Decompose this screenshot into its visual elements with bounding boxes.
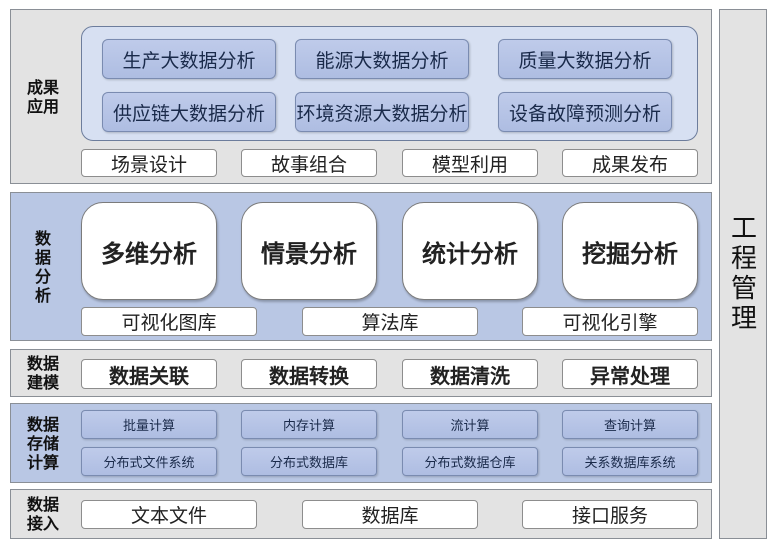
lib-algorithm: 算法库 — [302, 307, 478, 336]
model-anomaly: 异常处理 — [562, 359, 698, 389]
access-database: 数据库 — [302, 500, 478, 529]
chip-equipment-fault: 设备故障预测分析 — [498, 92, 672, 132]
lib-visual-engine: 可视化引擎 — [522, 307, 698, 336]
tool-story: 故事组合 — [241, 149, 377, 177]
modeling-layer: 数据 建模 数据关联 数据转换 数据清洗 异常处理 — [10, 349, 712, 397]
chip-production: 生产大数据分析 — [102, 39, 276, 79]
lib-visual-chart: 可视化图库 — [81, 307, 257, 336]
access-layer-label: 数据 接入 — [26, 497, 59, 533]
compute-memory: 内存计算 — [241, 410, 377, 439]
chip-energy: 能源大数据分析 — [295, 39, 469, 79]
tool-model: 模型利用 — [402, 149, 538, 177]
model-cleaning: 数据清洗 — [402, 359, 538, 389]
access-text-file: 文本文件 — [81, 500, 257, 529]
method-statistics: 统计分析 — [402, 202, 538, 300]
storage-layer-label: 数据 存储 计算 — [26, 416, 59, 472]
storage-layer: 数据 存储 计算 批量计算 内存计算 流计算 查询计算 分布式文件系统 分布式数… — [10, 403, 712, 483]
storage-ddb: 分布式数据库 — [241, 447, 377, 476]
tool-publish: 成果发布 — [562, 149, 698, 177]
method-multidim: 多维分析 — [81, 202, 217, 300]
storage-dwh: 分布式数据仓库 — [402, 447, 538, 476]
analysis-layer-label: 数 据 分 析 — [34, 230, 51, 305]
analysis-layer: 数 据 分 析 多维分析 情景分析 统计分析 挖掘分析 可视化图库 算法库 可视… — [10, 192, 712, 341]
access-layer: 数据 接入 文本文件 数据库 接口服务 — [10, 489, 712, 539]
engineering-management-column: 工程管理 — [719, 9, 767, 539]
chip-supply-chain: 供应链大数据分析 — [102, 92, 276, 132]
results-layer: 成果 应用 生产大数据分析 能源大数据分析 质量大数据分析 供应链大数据分析 环… — [10, 9, 712, 184]
chip-quality: 质量大数据分析 — [498, 39, 672, 79]
chip-environment: 环境资源大数据分析 — [295, 92, 469, 132]
compute-stream: 流计算 — [402, 410, 538, 439]
method-scenario: 情景分析 — [241, 202, 377, 300]
modeling-layer-label: 数据 建模 — [26, 356, 59, 392]
compute-batch: 批量计算 — [81, 410, 217, 439]
storage-dfs: 分布式文件系统 — [81, 447, 217, 476]
storage-rdbms: 关系数据库系统 — [562, 447, 698, 476]
compute-query: 查询计算 — [562, 410, 698, 439]
side-label: 工程管理 — [727, 214, 758, 334]
model-transform: 数据转换 — [241, 359, 377, 389]
tool-scene-design: 场景设计 — [81, 149, 217, 177]
model-association: 数据关联 — [81, 359, 217, 389]
results-layer-label: 成果 应用 — [26, 79, 59, 116]
access-api-service: 接口服务 — [522, 500, 698, 529]
method-mining: 挖掘分析 — [562, 202, 698, 300]
